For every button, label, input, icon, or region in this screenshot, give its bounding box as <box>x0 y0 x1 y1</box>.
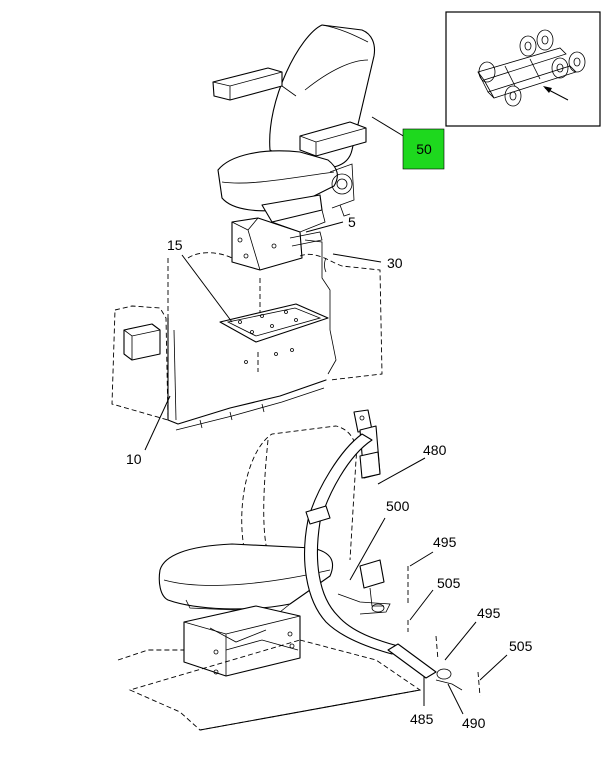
cable-30 <box>304 239 337 375</box>
callout-495-lower[interactable]: 495 <box>477 605 501 621</box>
callout-50-highlight[interactable] <box>402 128 445 170</box>
passenger-seat <box>117 425 422 731</box>
callout-485[interactable]: 485 <box>410 711 434 727</box>
locator-inset <box>445 11 601 127</box>
callout-495-upper[interactable]: 495 <box>433 534 457 550</box>
callout-505-upper[interactable]: 505 <box>437 575 461 591</box>
callout-labels: 50 5 15 30 10 480 500 495 505 495 505 48… <box>126 141 533 731</box>
cab-floor-upper <box>111 252 383 431</box>
mounting-plate-15 <box>219 278 329 372</box>
truck-chassis-icon <box>477 29 586 107</box>
seat-belt-assembly <box>304 409 481 697</box>
callout-50[interactable]: 50 <box>416 141 432 157</box>
callout-480[interactable]: 480 <box>423 442 447 458</box>
callout-leaders <box>144 116 508 715</box>
callout-490[interactable]: 490 <box>462 715 486 731</box>
locator-arrow-icon <box>543 86 569 101</box>
driver-seat-assembly <box>212 24 376 233</box>
callout-10[interactable]: 10 <box>126 451 142 467</box>
callout-5[interactable]: 5 <box>348 214 356 230</box>
callout-30[interactable]: 30 <box>387 255 403 271</box>
callout-505-lower[interactable]: 505 <box>509 638 533 654</box>
callout-500[interactable]: 500 <box>386 498 410 514</box>
seat-riser-bracket <box>231 217 323 271</box>
callout-15[interactable]: 15 <box>167 237 183 253</box>
